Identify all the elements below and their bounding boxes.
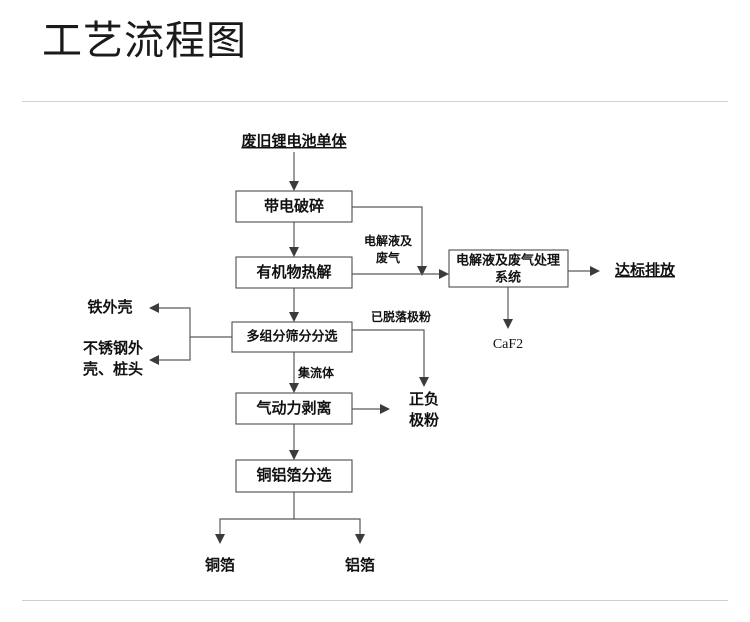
electrolyte-gas-line1: 电解液及 (364, 233, 413, 248)
copper-foil-label: 铜箔 (205, 556, 235, 574)
electrode-powder-line2: 极粉 (409, 411, 439, 429)
connector-pneumatic-to-electrode-powder (352, 404, 390, 414)
connector-multisort-to-shells (149, 303, 232, 365)
electrolyte-gas-line2: 废气 (376, 250, 400, 265)
electrode-powder-line1: 正负 (409, 390, 439, 408)
node-pyrolysis: 有机物热解 (235, 256, 353, 289)
connector-pneumatic-to-foilsort (289, 424, 299, 460)
iron-shell-label: 铁外壳 (87, 298, 132, 316)
node-compliant-discharge: 达标排放 (615, 261, 676, 279)
stainless-shell-line1: 不锈钢外 (83, 339, 143, 357)
pneumatic-label: 气动力剥离 (255, 399, 331, 417)
node-caf2: CaF2 (493, 337, 523, 352)
node-electrode-powder: 正负 极粉 (409, 390, 439, 429)
connector-multisort-to-electrode-powder (352, 329, 429, 387)
node-copper-foil: 铜箔 (205, 556, 235, 574)
aluminum-foil-label: 铝箔 (345, 556, 375, 574)
gas-treatment-label-line1: 电解液及废气处理 (456, 252, 560, 267)
pyrolysis-label: 有机物热解 (256, 263, 331, 281)
node-aluminum-foil: 铝箔 (345, 556, 375, 574)
node-foil-sort: 铜铝箔分选 (235, 459, 353, 493)
edge-label-shed-powder: 已脱落极粉 (371, 309, 431, 324)
node-stainless-shell: 不锈钢外 壳、桩头 (82, 339, 143, 378)
stainless-shell-line2: 壳、桩头 (82, 360, 143, 378)
node-multi-sort: 多组分筛分分选 (231, 321, 353, 353)
current-collector-label: 集流体 (297, 365, 335, 380)
node-feed: 废旧锂电池单体 (241, 132, 347, 150)
connector-crush-to-gas-treatment (352, 206, 427, 276)
foil-sort-label: 铜铝箔分选 (256, 466, 331, 484)
connector-foilsort-to-foils (215, 492, 365, 544)
crush-label: 带电破碎 (264, 197, 324, 215)
connector-pyrolysis-to-gas-treatment (352, 269, 449, 279)
bottom-divider (22, 600, 728, 601)
multi-sort-label: 多组分筛分分选 (246, 328, 337, 343)
connector-gas-treatment-to-discharge (568, 266, 600, 276)
caf2-label: CaF2 (493, 337, 523, 352)
shed-powder-label: 已脱落极粉 (371, 309, 431, 324)
title-divider (22, 101, 728, 102)
compliant-discharge-label: 达标排放 (615, 261, 676, 279)
connector-feed-to-crush (289, 152, 299, 191)
edge-label-current-collector: 集流体 (297, 365, 335, 380)
edge-label-electrolyte-gas: 电解液及 废气 (364, 233, 413, 265)
connector-multisort-to-pneumatic (289, 352, 299, 393)
connector-crush-to-pyrolysis (289, 222, 299, 257)
node-iron-shell: 铁外壳 (87, 298, 132, 316)
node-gas-treatment: 电解液及废气处理 系统 (448, 249, 569, 288)
flowchart-canvas: 废旧锂电池单体 带电破碎 有机物热解 多组分筛分分选 气动力剥离 (0, 102, 750, 600)
page-title: 工艺流程图 (42, 19, 247, 63)
node-crush: 带电破碎 (235, 190, 353, 223)
gas-treatment-label-line2: 系统 (495, 269, 521, 284)
node-pneumatic: 气动力剥离 (235, 392, 353, 425)
connector-gas-treatment-to-caf2 (503, 287, 513, 329)
connector-pyrolysis-to-multisort (289, 288, 299, 322)
feed-label: 废旧锂电池单体 (241, 132, 347, 150)
